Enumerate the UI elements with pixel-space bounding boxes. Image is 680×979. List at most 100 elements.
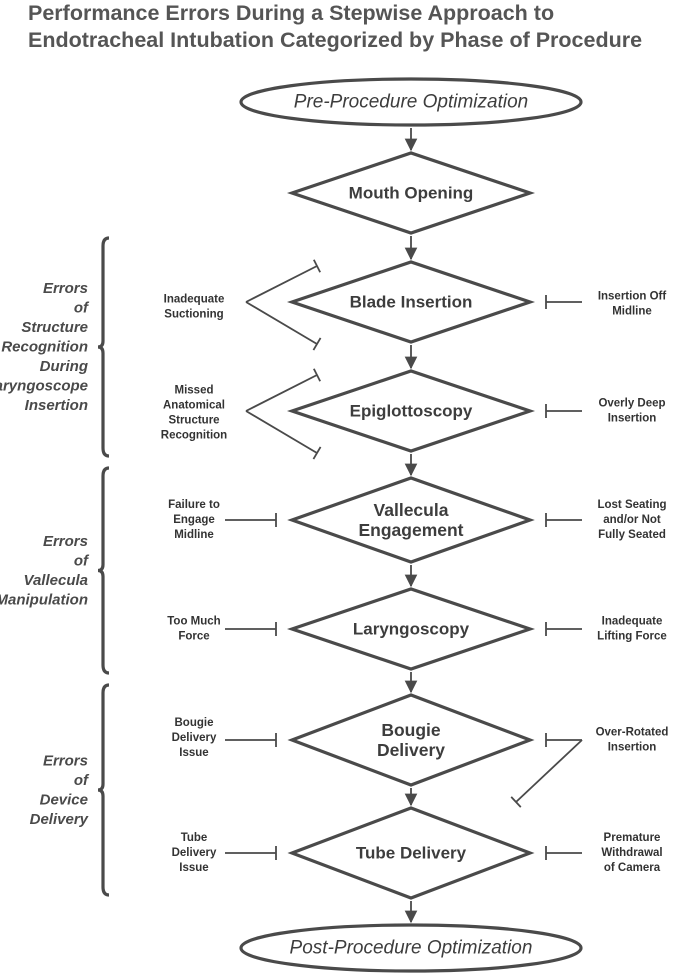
left-error-label-line: Issue — [179, 862, 208, 874]
phase-bracket — [97, 236, 110, 458]
right-error-label-line: Lifting Force — [597, 631, 667, 643]
right-error-label-line: Lost Seating — [597, 499, 666, 511]
phase-group-label-line: Insertion — [25, 397, 88, 414]
step-diamond — [286, 369, 536, 453]
step-diamond — [286, 587, 536, 671]
left-error-label-line: Inadequate — [164, 294, 225, 306]
flow-nodes: Pre-Procedure OptimizationPost-Procedure… — [239, 77, 583, 973]
phase-group-label-line: Laryngoscope — [0, 378, 88, 395]
step-label-line: Mouth Opening — [349, 184, 474, 203]
error-connector — [245, 374, 318, 412]
left-error-label-line: Delivery — [172, 847, 217, 859]
left-error-label-line: Recognition — [161, 430, 227, 442]
step-diamond — [287, 476, 535, 564]
step-label-line: Epiglottoscopy — [350, 402, 473, 421]
right-error-label-line: Fully Seated — [598, 529, 666, 541]
phase-group-label-line: Errors — [43, 533, 88, 550]
right-error-label-line: Midline — [612, 306, 652, 318]
right-error-label-line: and/or Not — [603, 514, 661, 526]
phase-group-label-line: Device — [40, 791, 88, 808]
diagram-title: Performance Errors During a Stepwise App… — [28, 0, 680, 54]
error-connector-bar — [312, 446, 322, 460]
phase-bracket — [97, 683, 110, 897]
phase-group-label: Errors ofStructureRecognitionDuringLaryng… — [0, 280, 90, 414]
right-error-label-line: Insertion — [608, 742, 657, 754]
right-error-label-line: of Camera — [604, 862, 661, 874]
title-line-2: Endotracheal Intubation Categorized by P… — [28, 28, 643, 52]
end-oval — [239, 923, 583, 973]
start-node-label: Pre-Procedure Optimization — [294, 92, 528, 113]
phase-group-label-line: Errors — [43, 752, 88, 769]
error-connector — [245, 301, 318, 345]
phase-group-label-line: Errors — [43, 280, 88, 297]
right-error-label-line: Insertion — [608, 413, 657, 425]
error-connector-bar — [510, 796, 522, 808]
step-label-line: Tube Delivery — [356, 844, 467, 863]
left-error-label-line: Force — [178, 631, 209, 643]
phase-group-label-line: Manipulation — [0, 591, 88, 608]
left-error-label-line: Issue — [179, 747, 208, 759]
error-connector-bar — [313, 259, 321, 273]
error-connector — [245, 410, 318, 454]
left-error-label-line: Delivery — [172, 732, 217, 744]
right-error-label-line: Withdrawal — [601, 847, 662, 859]
left-error-label-line: Missed — [175, 385, 214, 397]
step-label-line: Vallecula — [374, 500, 449, 520]
step-diamond — [286, 151, 536, 235]
phase-group-label-line: of — [74, 772, 90, 789]
title-line-1: Performance Errors During a Stepwise App… — [28, 1, 555, 25]
right-error-label-line: Premature — [604, 832, 661, 844]
left-error-label-line: Failure to — [168, 499, 220, 511]
phase-group-label-line: During — [40, 358, 88, 375]
step-label: Blade Insertion — [350, 293, 473, 312]
phase-group-label-line: Delivery — [30, 811, 89, 828]
end-node-label: Post-Procedure Optimization — [290, 938, 533, 959]
phase-groups: ErrorsofStructureRecognitionDuringLaryng… — [0, 236, 110, 897]
left-error-label-line: Structure — [168, 415, 219, 427]
error-connector — [515, 739, 583, 803]
right-error-label-line: Inadequate — [602, 616, 663, 628]
left-error-label-line: Bougie — [175, 717, 214, 729]
phase-group-label-line: Vallecula — [24, 572, 88, 589]
right-error-label-line: Over-Rotated — [596, 727, 669, 739]
left-error-label-line: Engage — [173, 514, 215, 526]
step-diamond — [287, 806, 535, 900]
step-label-line: Laryngoscopy — [353, 620, 470, 639]
left-error-label-line: Anatomical — [163, 400, 225, 412]
step-label-line: Blade Insertion — [350, 293, 473, 312]
error-connector-bar — [312, 337, 322, 351]
step-label-line: Bougie — [381, 720, 441, 740]
phase-group-label-line: of — [74, 300, 90, 317]
left-error-label-line: Suctioning — [164, 309, 223, 321]
error-connector-bar — [313, 368, 321, 382]
step-label: Epiglottoscopy — [350, 402, 473, 421]
step-diamond — [287, 693, 535, 787]
phase-group-label-line: Structure — [21, 319, 88, 336]
phase-bracket — [97, 466, 110, 675]
step-label-line: Engagement — [358, 520, 463, 540]
step-label: Tube Delivery — [356, 844, 467, 863]
step-label-line: Delivery — [377, 740, 445, 760]
step-label: Laryngoscopy — [353, 620, 470, 639]
left-error-label-line: Midline — [174, 529, 214, 541]
right-error-label-line: Insertion Off — [598, 291, 667, 303]
phase-group-label-line: Recognition — [1, 339, 88, 356]
